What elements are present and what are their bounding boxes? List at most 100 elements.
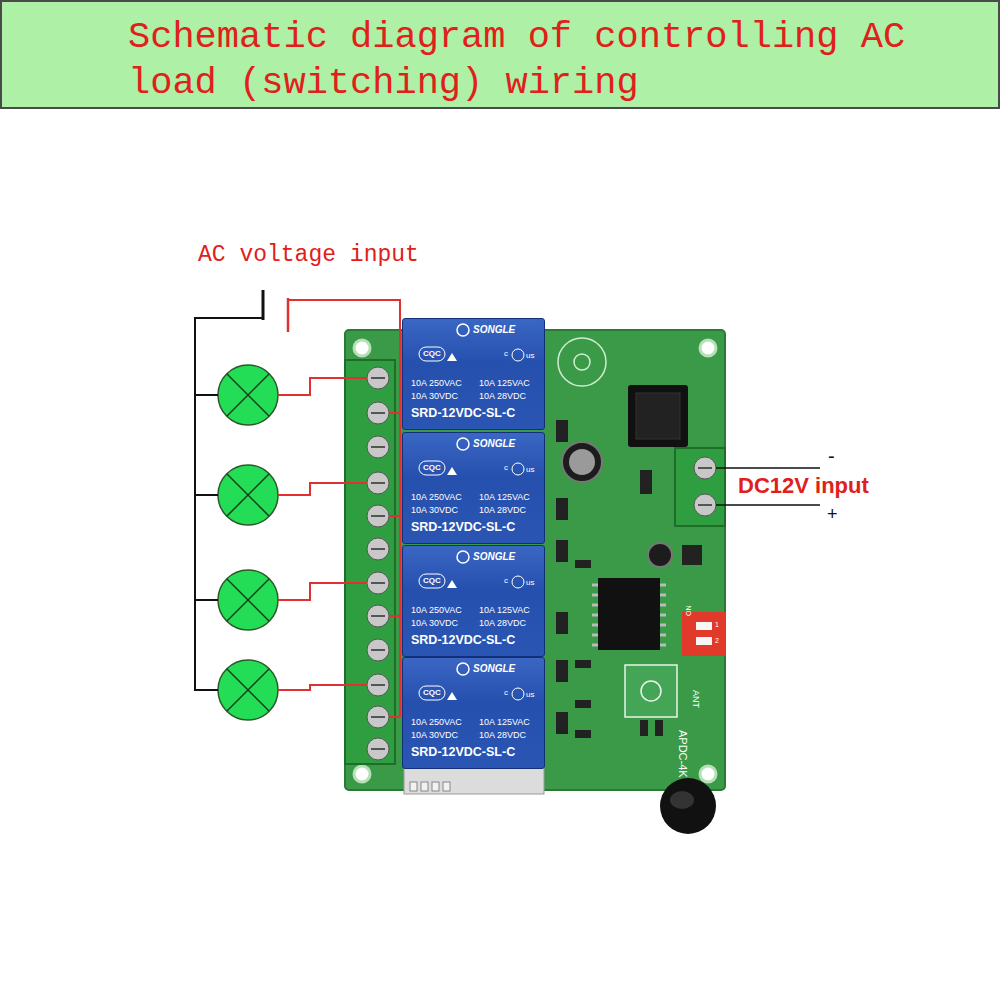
terminal-screws (367, 367, 389, 760)
live-bus-wire (389, 413, 400, 717)
relay-marking: 10A 30VDC (411, 619, 458, 628)
electrolytic-capacitor (562, 442, 602, 482)
cert-logo (419, 686, 445, 700)
relay-body: SONGLE CQC c us 10A 250VAC 10A 125VAC 10A 30VD… (402, 545, 545, 657)
relay-marking: SRD-12VDC-SL-C (411, 521, 515, 534)
power-screw (694, 494, 716, 516)
relay-body: SONGLE CQC c us 10A 250VAC 10A 125VAC 10A 30VD… (402, 432, 545, 544)
silkscreen-text: ANT (691, 690, 700, 708)
relay-marking: CQC (423, 577, 441, 585)
lamp-cross (227, 374, 269, 711)
relay-marking: 10A 125VAC (479, 606, 530, 615)
relay-marking: 10A 28VDC (479, 731, 526, 740)
relay-marking: CQC (423, 350, 441, 358)
relay-marking: 10A 125VAC (479, 493, 530, 502)
polarity-mark: - (828, 446, 835, 466)
screw-slot (698, 504, 712, 506)
relay-marking: CQC (423, 689, 441, 697)
relay-marking: SONGLE (473, 664, 515, 674)
relay-marking: 10A 250VAC (411, 606, 462, 615)
relay-marking: SONGLE (473, 552, 515, 562)
lamp-symbol (218, 365, 278, 720)
relay-marking: us (526, 691, 534, 699)
dip-lever (696, 622, 712, 630)
load-wire (278, 378, 367, 690)
brand-logo (457, 324, 469, 336)
relay-marking: 10A 250VAC (411, 718, 462, 727)
relay-marking: 10A 30VDC (411, 392, 458, 401)
brand-logo (457, 663, 469, 675)
polarity-mark: + (827, 505, 838, 523)
ul-logo (512, 576, 524, 588)
relay-marking: c (504, 350, 508, 358)
relay-marking: 10A 28VDC (479, 392, 526, 401)
cert-logo (419, 461, 445, 475)
ic-pins (592, 585, 666, 645)
ul-logo (512, 349, 524, 361)
relay-marking: c (504, 689, 508, 697)
power-screw (694, 457, 716, 479)
button-pad (641, 681, 661, 701)
relay-marking: 10A 30VDC (411, 731, 458, 740)
input-label: DC12V input (738, 475, 869, 497)
relay-body: SONGLECQCcus10A 250VAC10A 125VAC10A 30VD… (402, 657, 545, 769)
input-label: AC voltage input (198, 244, 419, 267)
relay-marking: 10A 28VDC (479, 619, 526, 628)
live-bus-wire (288, 300, 400, 717)
antenna-coil (670, 791, 694, 809)
cert-logo (447, 692, 457, 700)
relay-marking: us (526, 466, 534, 474)
relay-marking: 10A 250VAC (411, 493, 462, 502)
screw-slot (698, 467, 712, 469)
ul-logo (512, 688, 524, 700)
smd-components (556, 420, 702, 738)
capacitor-top (569, 449, 595, 475)
relay-marking: SRD-12VDC-SL-C (411, 407, 515, 420)
brand-logo (457, 438, 469, 450)
cert-logo (447, 580, 457, 588)
relay-marking: 10A 30VDC (411, 506, 458, 515)
dc-jack-face (636, 393, 680, 439)
dip-switch (682, 612, 726, 656)
antenna-coil (660, 778, 716, 834)
relay-marking: SONGLE (473, 325, 515, 335)
switch-marking: 1 (715, 621, 719, 628)
relay-marking: c (504, 577, 508, 585)
cert-logo (447, 467, 457, 475)
relay-marking: 10A 125VAC (479, 379, 530, 388)
ul-logo (512, 463, 524, 475)
relay-marking: c (504, 464, 508, 472)
cert-logo (419, 574, 445, 588)
dip-lever (696, 637, 712, 645)
power-terminal-block (675, 448, 725, 526)
diagram-title: Schematic diagram of controlling AC load… (128, 14, 938, 106)
screw-slot (371, 378, 385, 749)
brand-logo (457, 551, 469, 563)
dc-jack (628, 385, 688, 447)
relay-marking: us (526, 352, 534, 360)
relay-marking: 10A 28VDC (479, 506, 526, 515)
silkscreen-circle (558, 338, 606, 386)
relay-marking: SRD-12VDC-SL-C (411, 634, 515, 647)
silkscreen-circle (574, 354, 590, 370)
switch-marking: ON (685, 606, 692, 617)
board-model: APDC-4K (677, 730, 688, 778)
title-banner (1, 1, 999, 108)
relay-marking: CQC (423, 464, 441, 472)
button-pad (625, 665, 677, 717)
switch-marking: 2 (715, 637, 719, 644)
relay-marking: SONGLE (473, 439, 515, 449)
relay-marking: 10A 250VAC (411, 379, 462, 388)
relay-body: SONGLE CQC c us 10A 250VAC 10A 125VAC 10A 30VD… (402, 318, 545, 430)
source-plate (287, 298, 290, 332)
small-capacitor (648, 543, 672, 567)
ic-chip (598, 578, 660, 650)
relay-marking: us (526, 579, 534, 587)
module-pins (410, 782, 450, 791)
cert-logo (419, 347, 445, 361)
terminal-block (345, 360, 395, 764)
relay-marking: SRD-12VDC-SL-C (411, 746, 515, 759)
source-plate (262, 290, 265, 320)
cert-logo (447, 353, 457, 361)
rf-module (404, 766, 544, 794)
